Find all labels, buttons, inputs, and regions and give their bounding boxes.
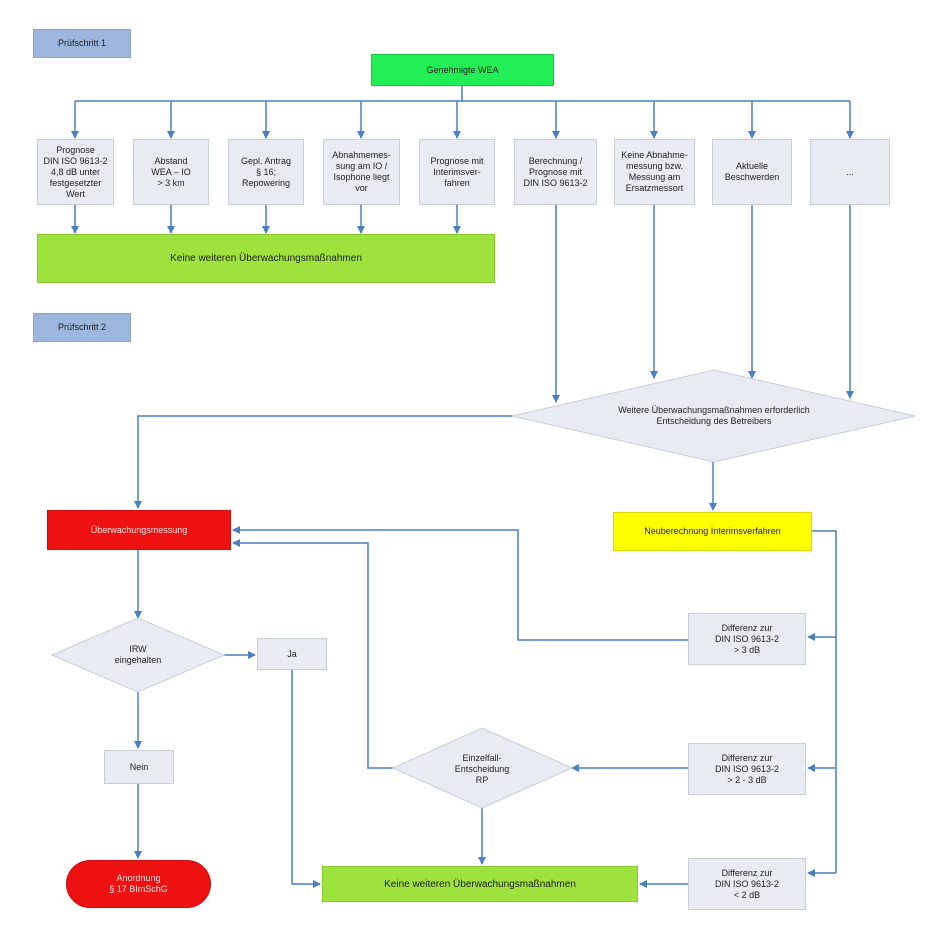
criterion-box-4: Abnahmemes- sung am IO / Isophone liegt … [323, 139, 400, 205]
yes-node: Ja [257, 638, 327, 670]
connector-diff1-monitoring [232, 526, 688, 641]
criterion-box-8: Aktuelle Beschwerden [712, 139, 792, 205]
criterion-box-6: Berechnung / Prognose mit DIN ISO 9613-2 [514, 139, 597, 205]
order-node: Anordnung § 17 BImSchG [66, 860, 211, 908]
no-further-measures-bar-1: Keine weiteren Überwachungsmaßnahmen [37, 234, 495, 283]
connector-recalc-bus [812, 530, 837, 873]
einzelfall-diamond [391, 727, 574, 809]
difference-box-3: Differenz zur DIN ISO 9613-2 < 2 dB [688, 858, 806, 910]
monitoring-measurement-node: Überwachungsmessung [47, 510, 231, 550]
criterion-box-3: Gepl. Antrag § 16; Repowering [228, 139, 304, 205]
criterion-box-5: Prognose mit Interimsver- fahren [419, 139, 495, 205]
difference-box-2: Differenz zur DIN ISO 9613-2 > 2 - 3 dB [688, 743, 806, 795]
connector-decision-monitoring [134, 415, 512, 509]
irw-diamond [50, 617, 226, 693]
decision-diamond [511, 369, 916, 463]
step1-label: Prüfschritt 1 [33, 29, 131, 58]
criterion-box-7: Keine Abnahme- messung bzw. Messung am E… [614, 139, 695, 205]
step2-label: Prüfschritt 2 [33, 313, 131, 342]
connector-ja-nofurther [291, 670, 321, 888]
decision-label: Weitere Überwachungsmaßnahmen erforderli… [618, 405, 810, 426]
einzelfall-label: Einzelfall- Entscheidung RP [454, 752, 510, 785]
interim-recalculation-node: Neuberechnung Interimsverfahren [613, 512, 812, 551]
criterion-box-1: Prognose DIN ISO 9613-2 4,8 dB unter fes… [37, 139, 114, 205]
no-further-measures-bar-2: Keine weiteren Überwachungsmaßnahmen [322, 866, 638, 902]
connector-einzelfall-monitoring [232, 539, 393, 769]
criterion-box-9: ... [810, 139, 890, 205]
irw-label: IRW eingehalten [114, 644, 162, 665]
difference-box-1: Differenz zur DIN ISO 9613-2 > 3 dB [688, 613, 806, 665]
approved-wea-node: Genehmigte WEA [371, 54, 554, 86]
no-node: Nein [104, 750, 174, 784]
criterion-box-2: Abstand WEA – IO > 3 km [133, 139, 209, 205]
